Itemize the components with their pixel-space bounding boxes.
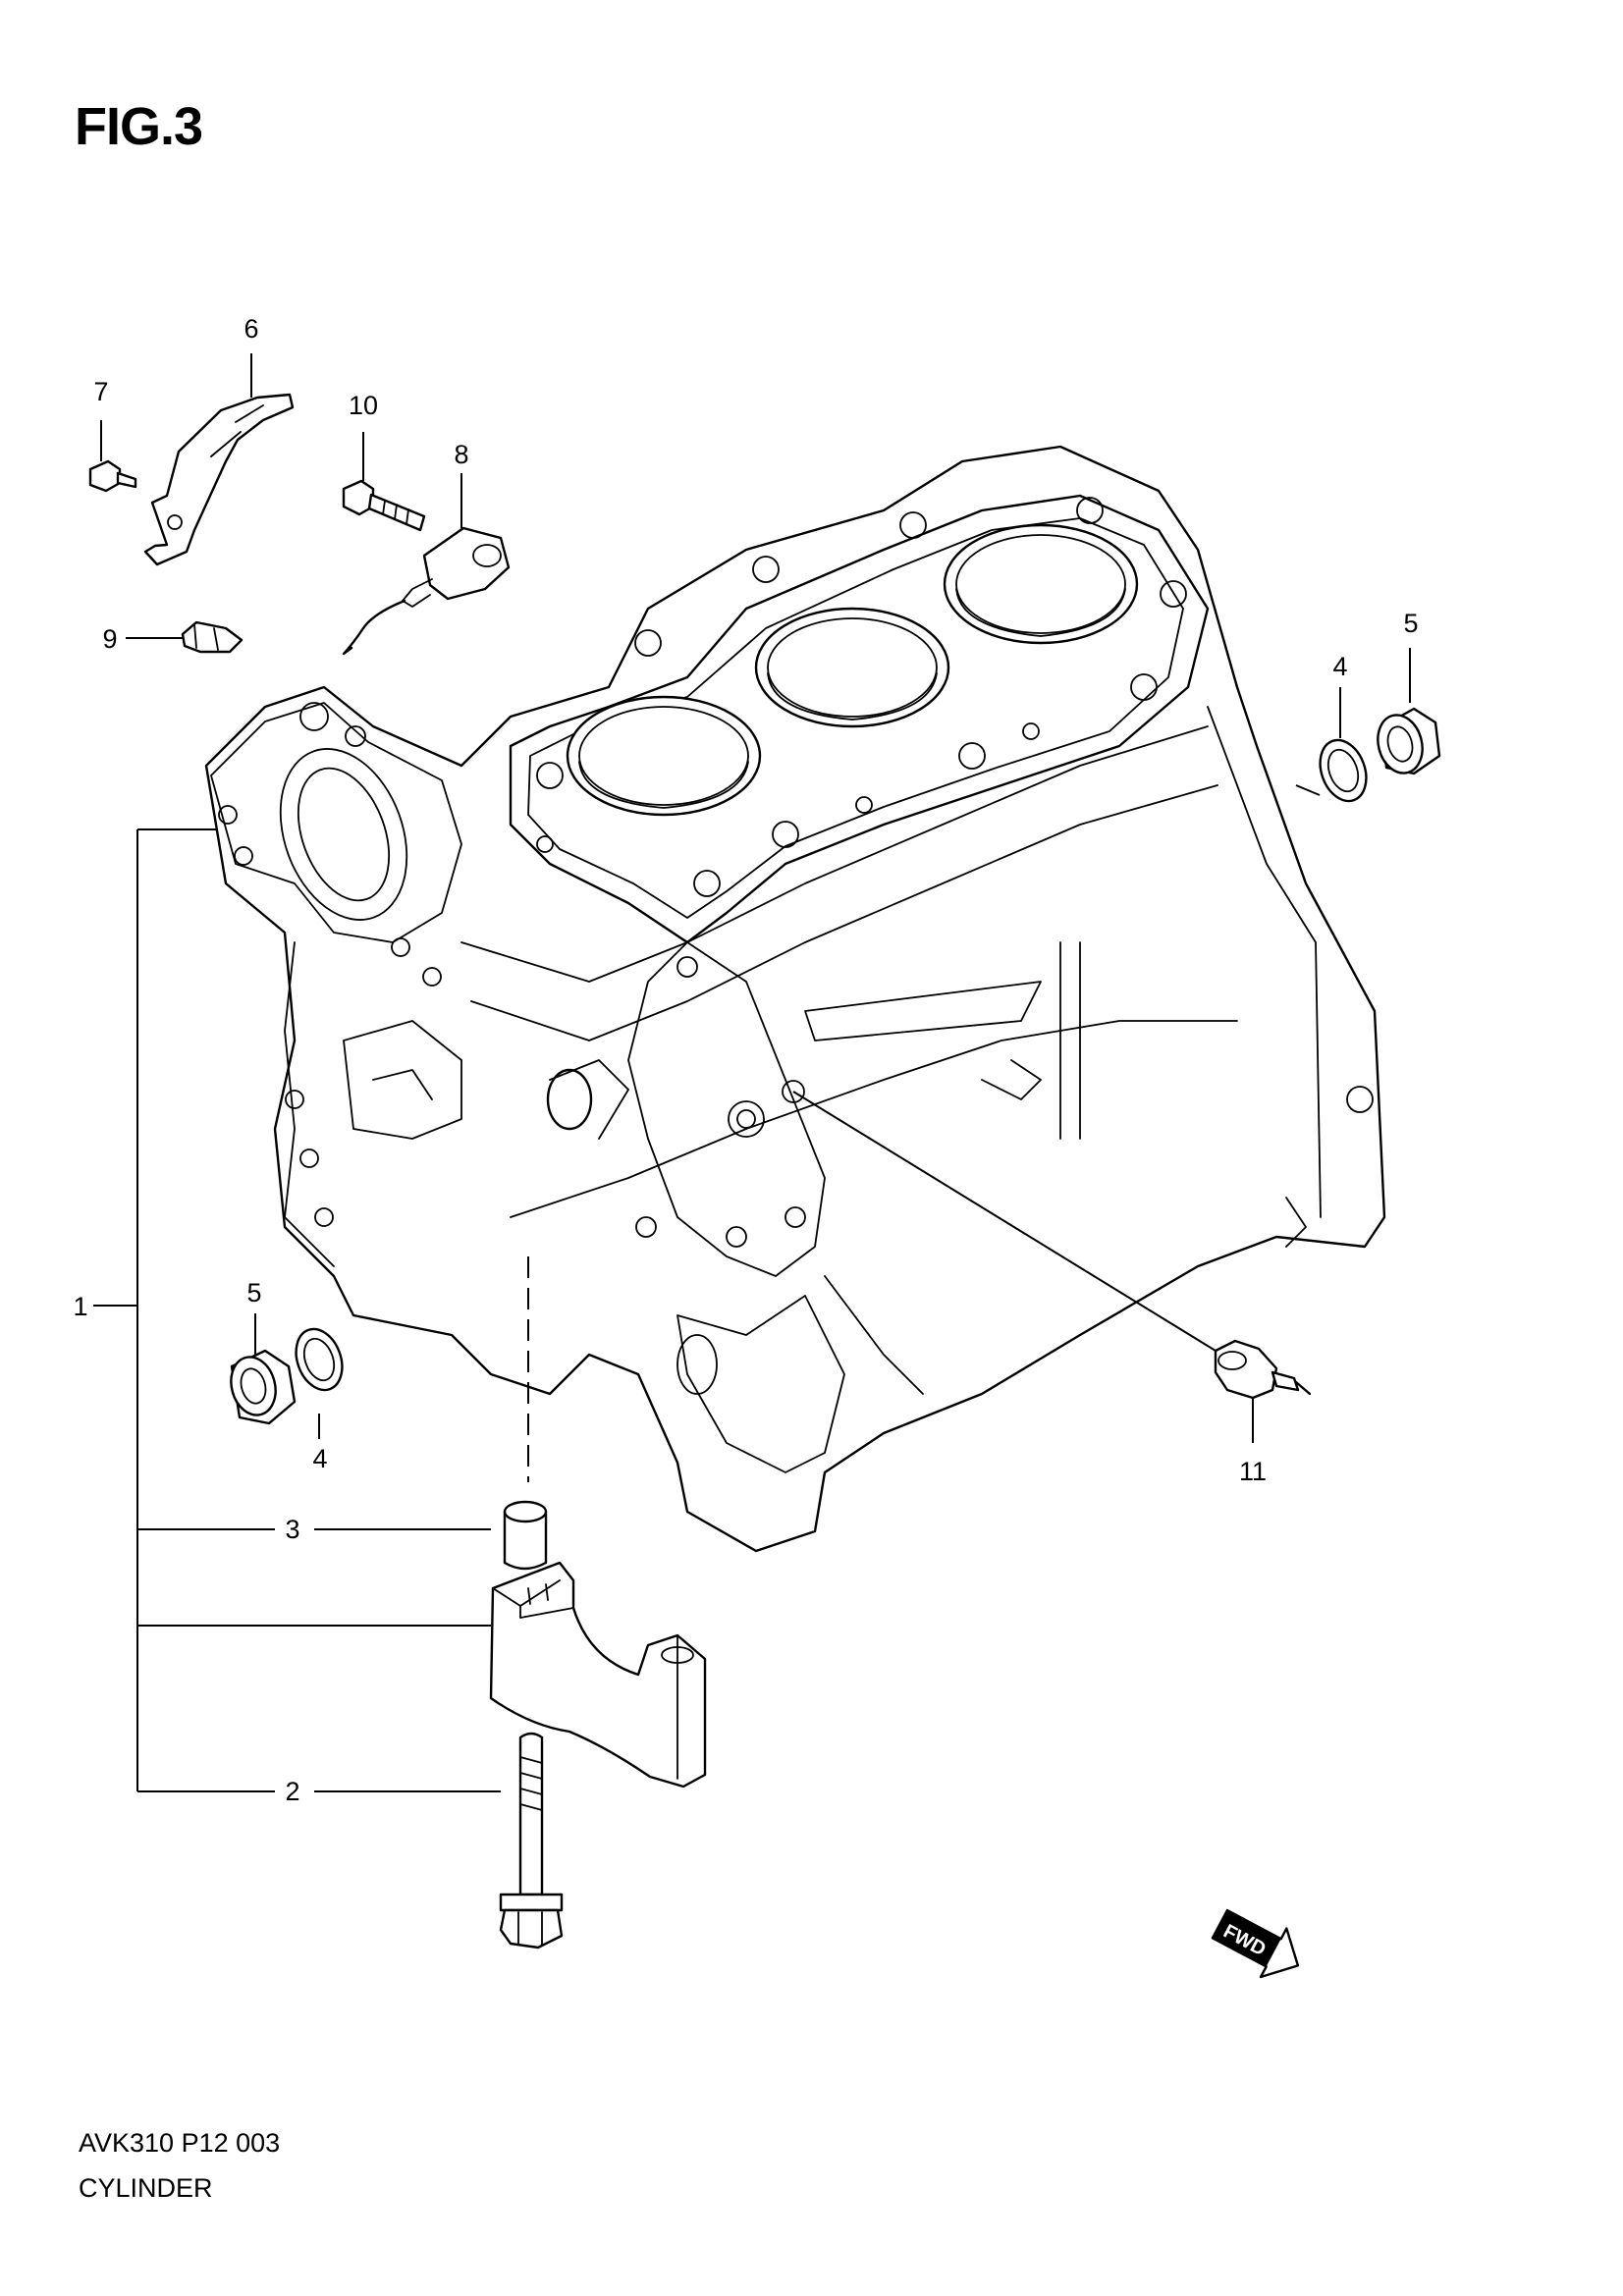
figure-title: FIG.3	[75, 97, 203, 156]
callout-labels: 1 2 3 4 4 5 5 6 7 8 9 10 11	[73, 314, 1418, 1806]
part-11-sensor	[1214, 1339, 1312, 1400]
callout-4-right: 4	[1332, 652, 1347, 681]
drawing-code: AVK310 P12 003	[79, 2128, 281, 2158]
part-4-gasket-left	[295, 1327, 344, 1392]
fwd-badge: FWD	[1211, 1908, 1300, 1979]
callout-5-right: 5	[1403, 609, 1418, 638]
callout-3: 3	[285, 1515, 299, 1544]
part-6-bracket	[143, 393, 295, 566]
bearing-cap	[489, 1561, 707, 1789]
part-3-dowel	[503, 1500, 548, 1571]
part-9-clip	[181, 620, 243, 654]
part-4-gasket-right	[1319, 738, 1368, 803]
callout-2: 2	[285, 1777, 299, 1806]
part-group-name: CYLINDER	[79, 2173, 213, 2203]
callout-10: 10	[349, 391, 378, 420]
callout-4-left: 4	[312, 1444, 327, 1473]
head-bolt-holes	[536, 497, 1187, 897]
cylinder-block	[204, 445, 1386, 1553]
callout-5-left: 5	[246, 1278, 261, 1308]
callout-6: 6	[243, 314, 258, 344]
callout-9: 9	[102, 624, 117, 654]
callout-11: 11	[1239, 1457, 1267, 1486]
block-ribs	[460, 706, 1376, 1248]
cylinder-bores	[566, 523, 1139, 817]
callout-8: 8	[454, 440, 468, 469]
callout-7: 7	[93, 377, 108, 406]
block-timing-side	[210, 702, 629, 1267]
part-5-plug-right	[1377, 707, 1441, 775]
part-10-bolt	[342, 479, 426, 532]
block-front-web	[627, 941, 924, 1473]
leader-lines	[93, 353, 1411, 1792]
part-7-bolt	[88, 459, 137, 493]
part-5-plug-left	[230, 1349, 297, 1425]
part-2-bolt	[499, 1732, 564, 1949]
part-8-knock-sensor	[342, 526, 511, 656]
callout-1: 1	[73, 1292, 87, 1321]
